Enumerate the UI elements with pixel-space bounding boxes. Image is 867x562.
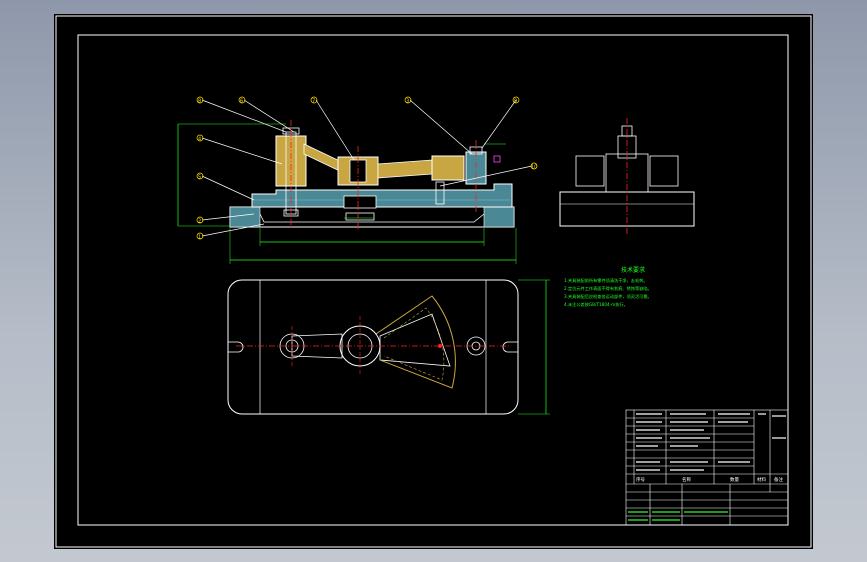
- top-view: [227, 279, 550, 415]
- header-index: 序号: [636, 476, 645, 483]
- header-name: 名称: [682, 476, 691, 483]
- top-arm-left: [291, 333, 343, 359]
- assembly-drawing: 8 6 7 3 9 4 5 2 1: [55, 15, 812, 548]
- balloon-marker: [238, 96, 246, 104]
- balloon-group: 8 6 7 3 9 4 5 2 1: [196, 96, 538, 241]
- base-left-foot: [229, 206, 261, 228]
- balloon-marker: [196, 96, 204, 104]
- notes-line: 1.夹具装配前所有零件须清洗干净，去毛刺。: [564, 277, 648, 284]
- outer-frame: [55, 15, 812, 548]
- side-view: [559, 118, 695, 236]
- title-block-headers: 序号 名称 数量 材料 备注: [636, 476, 783, 483]
- notes-line: 3.夹具装配后应检查各运动部件，须灵活可靠。: [564, 293, 652, 300]
- balloon-marker: [196, 232, 204, 240]
- header-material: 材料: [757, 476, 766, 483]
- bushing: [343, 195, 377, 209]
- link-arm-right: [377, 159, 433, 179]
- inner-frame: [77, 34, 789, 526]
- technical-notes: 技术要求 1.夹具装配前所有零件须清洗干净，去毛刺。 2.定位元件工作表面不得有…: [564, 266, 652, 308]
- balloon-marker: [196, 216, 204, 224]
- balloon-label: 9: [514, 99, 517, 105]
- front-view: 8 6 7 3 9 4 5 2 1: [177, 96, 538, 264]
- title-block: [625, 409, 789, 526]
- balloon-marker: [196, 134, 204, 142]
- bom-text-strips: [628, 413, 786, 521]
- side-left-block: [575, 155, 605, 187]
- balloon-label: 5: [198, 175, 201, 181]
- right-slot: [502, 341, 518, 353]
- base-right-foot: [483, 206, 515, 228]
- sector-inner-arc: [383, 307, 445, 381]
- left-slot: [228, 341, 244, 353]
- balloon-label: 8: [198, 99, 201, 105]
- notes-title: 技术要求: [621, 266, 645, 274]
- balloon-label: 2: [198, 219, 201, 225]
- balloon-marker: [196, 172, 204, 180]
- leader-lines: [201, 99, 533, 237]
- right-clamp-block: [431, 155, 465, 181]
- balloon-label: 4: [198, 137, 201, 143]
- title-block-frame: [625, 409, 789, 526]
- balloon-label: 1: [198, 235, 201, 241]
- sector-plate: [375, 295, 456, 389]
- fixture-body: [251, 183, 513, 208]
- bushing-flange: [345, 212, 375, 221]
- magenta-marker: [493, 155, 501, 163]
- header-remark: 备注: [774, 476, 783, 483]
- side-right-block: [649, 155, 679, 187]
- header-qty: 数量: [730, 476, 739, 483]
- balloon-marker: [512, 96, 520, 104]
- notes-line: 4.未注公差按GB/T1804-m执行。: [564, 301, 628, 308]
- locating-pin: [435, 181, 445, 205]
- balloon-label: 3: [406, 99, 409, 105]
- top-arm-right: [379, 313, 451, 367]
- balloon-marker: [310, 96, 318, 104]
- top-base-outline: [227, 279, 519, 415]
- drawing-sheet: 8 6 7 3 9 4 5 2 1: [54, 14, 813, 549]
- balloon-marker: [404, 96, 412, 104]
- notes-line: 2.定位元件工作表面不得有划痕、锈蚀等缺陷。: [564, 285, 652, 292]
- balloon-label: 7: [312, 99, 315, 105]
- balloon-label: 10: [531, 165, 537, 171]
- balloon-label: 6: [240, 99, 243, 105]
- balloon-marker: [530, 162, 538, 170]
- base-recess: [259, 213, 485, 223]
